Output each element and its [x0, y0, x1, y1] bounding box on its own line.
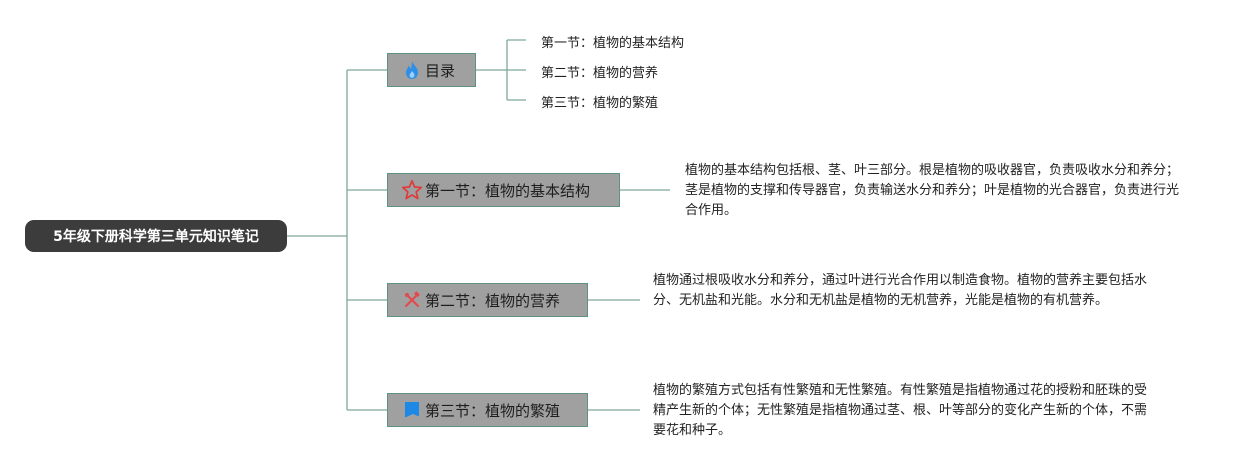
topic-section-1[interactable]: 第一节：植物的基本结构 — [387, 173, 620, 207]
topic-toc[interactable]: 目录 — [387, 53, 476, 87]
fire-icon — [401, 59, 423, 81]
star-icon — [401, 179, 423, 201]
section-1-note: 植物的基本结构包括根、茎、叶三部分。根是植物的吸收器官，负责吸收水分和养分；茎是… — [685, 163, 1180, 218]
root-topic[interactable]: 5年级下册科学第三单元知识笔记 — [25, 220, 287, 252]
tools-icon — [401, 289, 423, 311]
section-3-note: 植物的繁殖方式包括有性繁殖和无性繁殖。有性繁殖是指植物通过花的授粉和胚珠的受精产… — [653, 383, 1148, 438]
flag-icon — [401, 399, 423, 421]
toc-item-3[interactable]: 第三节：植物的繁殖 — [541, 96, 659, 111]
toc-item-1[interactable]: 第一节：植物的基本结构 — [541, 36, 685, 51]
topic-section-1-label: 第一节：植物的基本结构 — [425, 181, 591, 200]
topic-section-2-label: 第二节：植物的营养 — [425, 291, 561, 310]
topic-section-3[interactable]: 第三节：植物的繁殖 — [387, 393, 588, 427]
section-2-note: 植物通过根吸收水分和养分，通过叶进行光合作用以制造食物。植物的营养主要包括水分、… — [653, 273, 1148, 308]
root-topic-label: 5年级下册科学第三单元知识笔记 — [53, 229, 259, 245]
topic-section-3-label: 第三节：植物的繁殖 — [425, 401, 561, 420]
toc-item-2[interactable]: 第二节：植物的营养 — [541, 66, 659, 81]
topic-section-2[interactable]: 第二节：植物的营养 — [387, 283, 588, 317]
topic-toc-label: 目录 — [425, 61, 456, 80]
